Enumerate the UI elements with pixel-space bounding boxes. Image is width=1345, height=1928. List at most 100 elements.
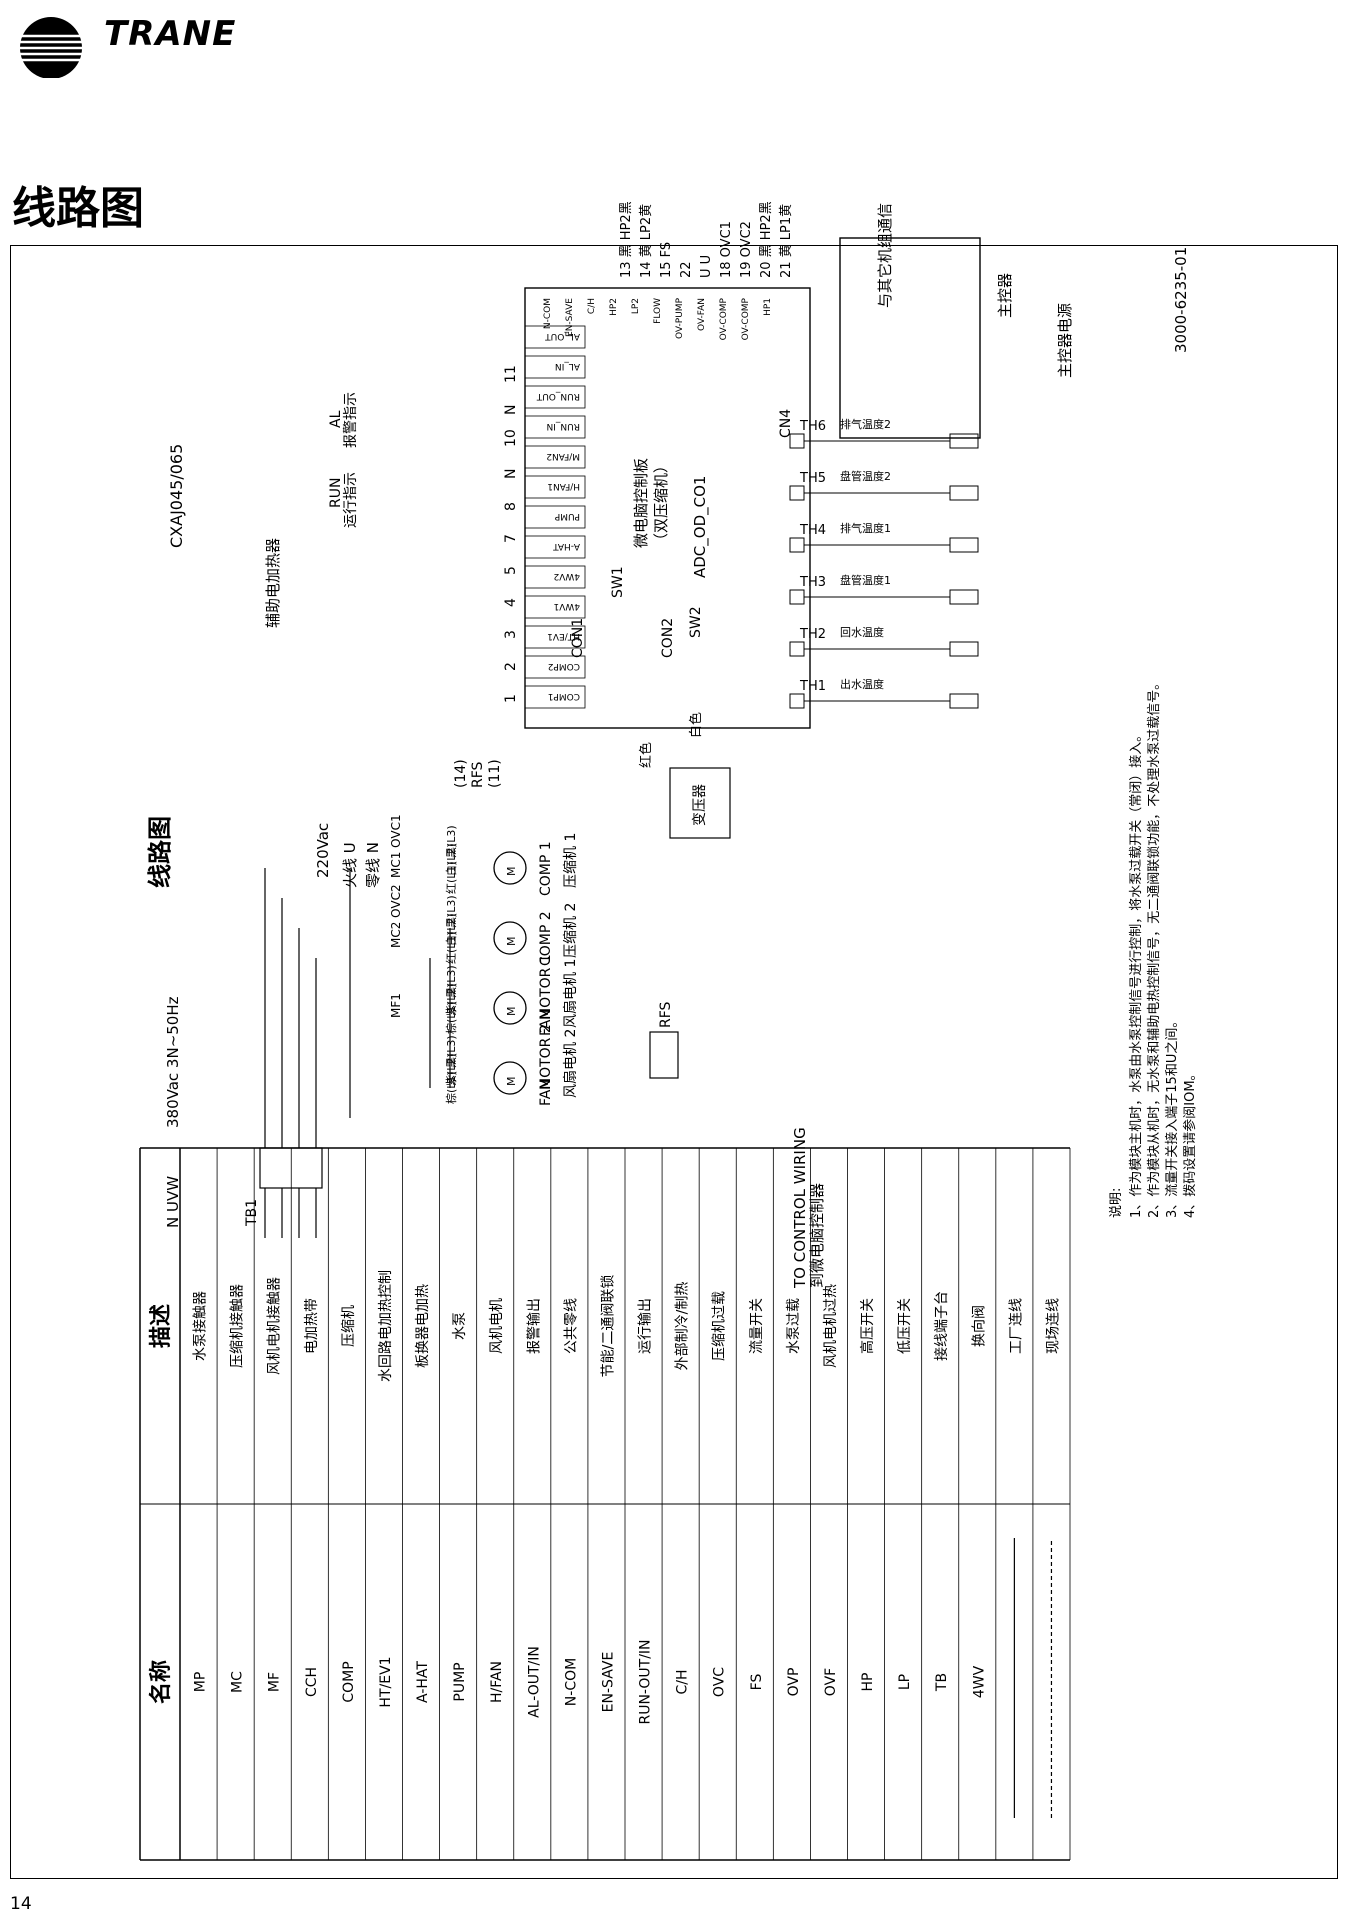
board-left-terminal (524, 415, 586, 439)
board-left-terminal-label: A-HAT (553, 541, 580, 551)
run-indicator: RUN (328, 478, 344, 508)
transformer-red: 红色 (638, 742, 654, 768)
motor-m: M (505, 1077, 518, 1087)
sw1-label: SW1 (610, 566, 626, 598)
board-name: 微电脑控制板 (632, 458, 650, 548)
motor-wire-label: 棕(L1) (444, 1071, 458, 1104)
motor-wire-label: 红(L1) (445, 861, 458, 894)
board-left-terminal (524, 685, 586, 709)
motor-wire-label: 棕(L1) (444, 1001, 458, 1034)
legend-row-name: H/FAN (489, 1661, 505, 1703)
right-wiring-label: 21 黄 LP1黄 (779, 204, 794, 278)
page-title: 线路图 (12, 183, 144, 234)
board-terminal-number: 1 (503, 694, 519, 703)
sensor-id: TH5 (799, 471, 826, 486)
legend-row-desc: 接线端子台 (933, 1291, 950, 1361)
motor-m: M (505, 1007, 518, 1017)
right-wiring-label: 13 黑 HP2黑 (619, 201, 634, 278)
drawing-number: 3000-6235-01 (1172, 247, 1190, 353)
legend-row-desc: 水泵接触器 (192, 1291, 209, 1361)
motor-en-label: FAN (538, 1079, 554, 1106)
board-left-terminal-label: H/FAN1 (547, 481, 580, 491)
board-left-terminal (524, 325, 586, 349)
board-terminal-number: N (503, 469, 519, 479)
legend-row-name: PUMP (452, 1662, 468, 1701)
legend-row-desc: 运行输出 (638, 1298, 654, 1354)
sensor-id: TH3 (799, 575, 826, 590)
legend-row-name: COMP (341, 1661, 357, 1702)
cn4-label: CN4 (778, 409, 794, 438)
sensor-id: TH1 (799, 679, 826, 694)
right-wiring-label: 20 黑 HP2黑 (759, 201, 774, 278)
note-1: 1、作为模块主机时，水泵由水泵控制信号进行控制，将水泵过载开关（常闭）接入。 (1128, 729, 1144, 1218)
board-terminal-number: 5 (503, 566, 519, 575)
motor-wire-label: 黑(L3) (445, 825, 458, 858)
single-phase-voltage: 220Vac (314, 823, 332, 878)
motor-wire-label: 紫(L2) (445, 1053, 458, 1086)
legend-row-name: 4WV (971, 1665, 987, 1698)
sensor-probe (949, 641, 979, 657)
note-4: 4、拨码设置请参阅IOM。 (1182, 1067, 1198, 1218)
legend-row-name: HT/EV1 (378, 1656, 394, 1707)
three-phase-section (259, 868, 451, 1238)
controller-label: 主控器 (996, 273, 1014, 318)
sensor-probe (949, 693, 979, 709)
motor-symbol (493, 1061, 527, 1095)
al-indicator-cn: 报警指示 (343, 392, 359, 448)
board-left-terminal (524, 565, 586, 589)
board-left-terminal (524, 355, 586, 379)
motor-en-label: MOTOR 1 (538, 954, 554, 1020)
three-phase-supply: 380Vac 3N~50Hz (164, 996, 182, 1128)
right-wiring-label: 15 FS (659, 242, 674, 278)
board-right-terminal-label: HP1 (763, 298, 773, 316)
motor-m: M (505, 867, 518, 877)
sensor-label: 出水温度 (840, 677, 884, 691)
right-wiring-label: 19 OVC2 (739, 221, 754, 278)
aux-heater-label: 辅助电加热器 (264, 538, 282, 628)
legend-row-desc: 报警输出 (526, 1298, 542, 1354)
motor-en-label: MOTOR 2 (538, 1024, 554, 1090)
motor-wire-label: 紫(L2) (445, 983, 458, 1016)
legend-row-name: CCH (304, 1667, 320, 1697)
legend-row-desc: 换向阀 (970, 1305, 987, 1347)
sensor-label: 盘管温度1 (840, 573, 891, 587)
motor-wire-label: 黑(L3) (445, 965, 458, 998)
sensor-label: 排气温度1 (840, 521, 891, 535)
board-left-terminal-label: PUMP (554, 511, 580, 521)
legend-row-desc: 风机电机 (489, 1298, 505, 1354)
board-terminal-number: 10 (503, 429, 519, 447)
phase-labels: N UVW (164, 1176, 182, 1228)
board-terminal-number: 2 (503, 662, 519, 671)
board-left-terminal (524, 655, 586, 679)
page-number: 14 (10, 1894, 32, 1914)
motor-cn-label: 风扇电机 2 (563, 1029, 579, 1098)
legend-header-desc: 描述 (149, 1304, 174, 1348)
run-indicator-cn: 运行指示 (343, 472, 359, 528)
board-right-terminal-label: C/H (587, 298, 597, 314)
motor-wire-label: 黑(L3) (445, 1035, 458, 1068)
board-right-terminal-label: FLOW (653, 298, 663, 324)
legend-row-desc: 水泵 (452, 1312, 468, 1340)
board-terminal-number: 7 (503, 534, 519, 543)
motor-cn-label: 风扇电机 1 (563, 959, 579, 1028)
board-terminal-number: 11 (503, 365, 519, 383)
motor-cn-label: 压缩机 1 (563, 833, 579, 888)
sensor-terminal (789, 641, 805, 657)
motor-en-label: COMP 1 (538, 841, 554, 896)
legend-row-name: TB (934, 1673, 950, 1692)
legend-row-name: LP (897, 1674, 913, 1690)
board-terminal-number: 3 (503, 630, 519, 639)
sensor-probe (949, 485, 979, 501)
motor-wire-label: 黑(L3) (445, 895, 458, 928)
sensor-probe (949, 589, 979, 605)
control-wiring-label: TO CONTROL WIRING (791, 1127, 809, 1289)
legend-row-desc: 水泵过载 (786, 1298, 802, 1354)
legend-row-desc: 流量开关 (749, 1298, 765, 1354)
legend-row-name: OVC (712, 1667, 728, 1697)
main-controller (839, 237, 981, 439)
board-left-terminal-label: M/FAN2 (546, 451, 580, 461)
transformer (669, 767, 731, 839)
con2-label: CON2 (660, 618, 676, 658)
board-right-terminal-label: OV-PUMP (675, 297, 685, 339)
board-right-terminal-label: OV-COMP (741, 297, 751, 340)
